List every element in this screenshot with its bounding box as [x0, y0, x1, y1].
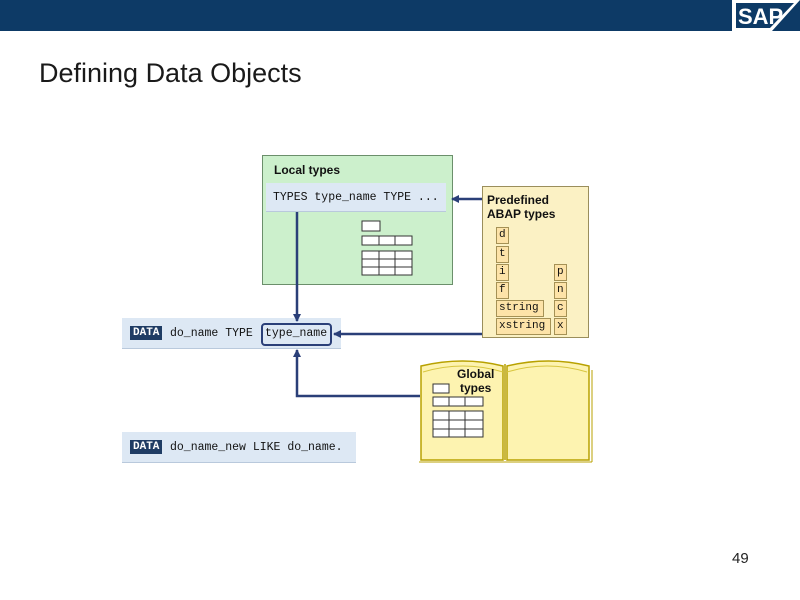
- type-cell: d: [496, 227, 509, 244]
- local-table-icon: [361, 220, 413, 276]
- arrow-global-to-type-name: [293, 349, 420, 398]
- type-cell: xstring: [496, 318, 551, 335]
- local-types-box: [262, 155, 453, 285]
- data-keyword: DATA: [130, 326, 163, 340]
- sap-logo: SAP: [732, 0, 800, 31]
- data-statement-code: do_name TYPE: [170, 327, 253, 340]
- type-cell: x: [554, 318, 567, 335]
- page-number: 49: [732, 550, 749, 567]
- predefined-types-label: Predefined ABAP types: [487, 193, 556, 221]
- page-title: Defining Data Objects: [39, 58, 302, 88]
- type-cell: n: [554, 282, 567, 299]
- type-cell: f: [496, 282, 509, 299]
- type-cell: i: [496, 264, 509, 281]
- local-types-label: Local types: [274, 163, 341, 177]
- global-types-label: Global types: [457, 367, 495, 395]
- type-name-highlight: [261, 323, 332, 346]
- data-like-code: do_name_new LIKE do_name.: [170, 441, 343, 454]
- types-statement: TYPES type_name TYPE ...: [273, 191, 439, 204]
- types-statement-line: TYPES type_name TYPE ...: [266, 183, 446, 212]
- type-cell: string: [496, 300, 544, 317]
- sap-logo-text: SAP: [738, 4, 783, 29]
- type-cell: p: [554, 264, 567, 281]
- type-name-ref: type_name: [265, 327, 328, 340]
- data-keyword: DATA: [130, 440, 163, 454]
- data-like-statement-line: DATA do_name_new LIKE do_name.: [122, 432, 356, 463]
- type-cell: t: [496, 246, 509, 263]
- data-statement-line: DATA do_name TYPE type_name: [122, 318, 341, 349]
- header-bar: [0, 0, 800, 31]
- type-cell: c: [554, 300, 567, 317]
- global-types-book-icon: [419, 360, 593, 463]
